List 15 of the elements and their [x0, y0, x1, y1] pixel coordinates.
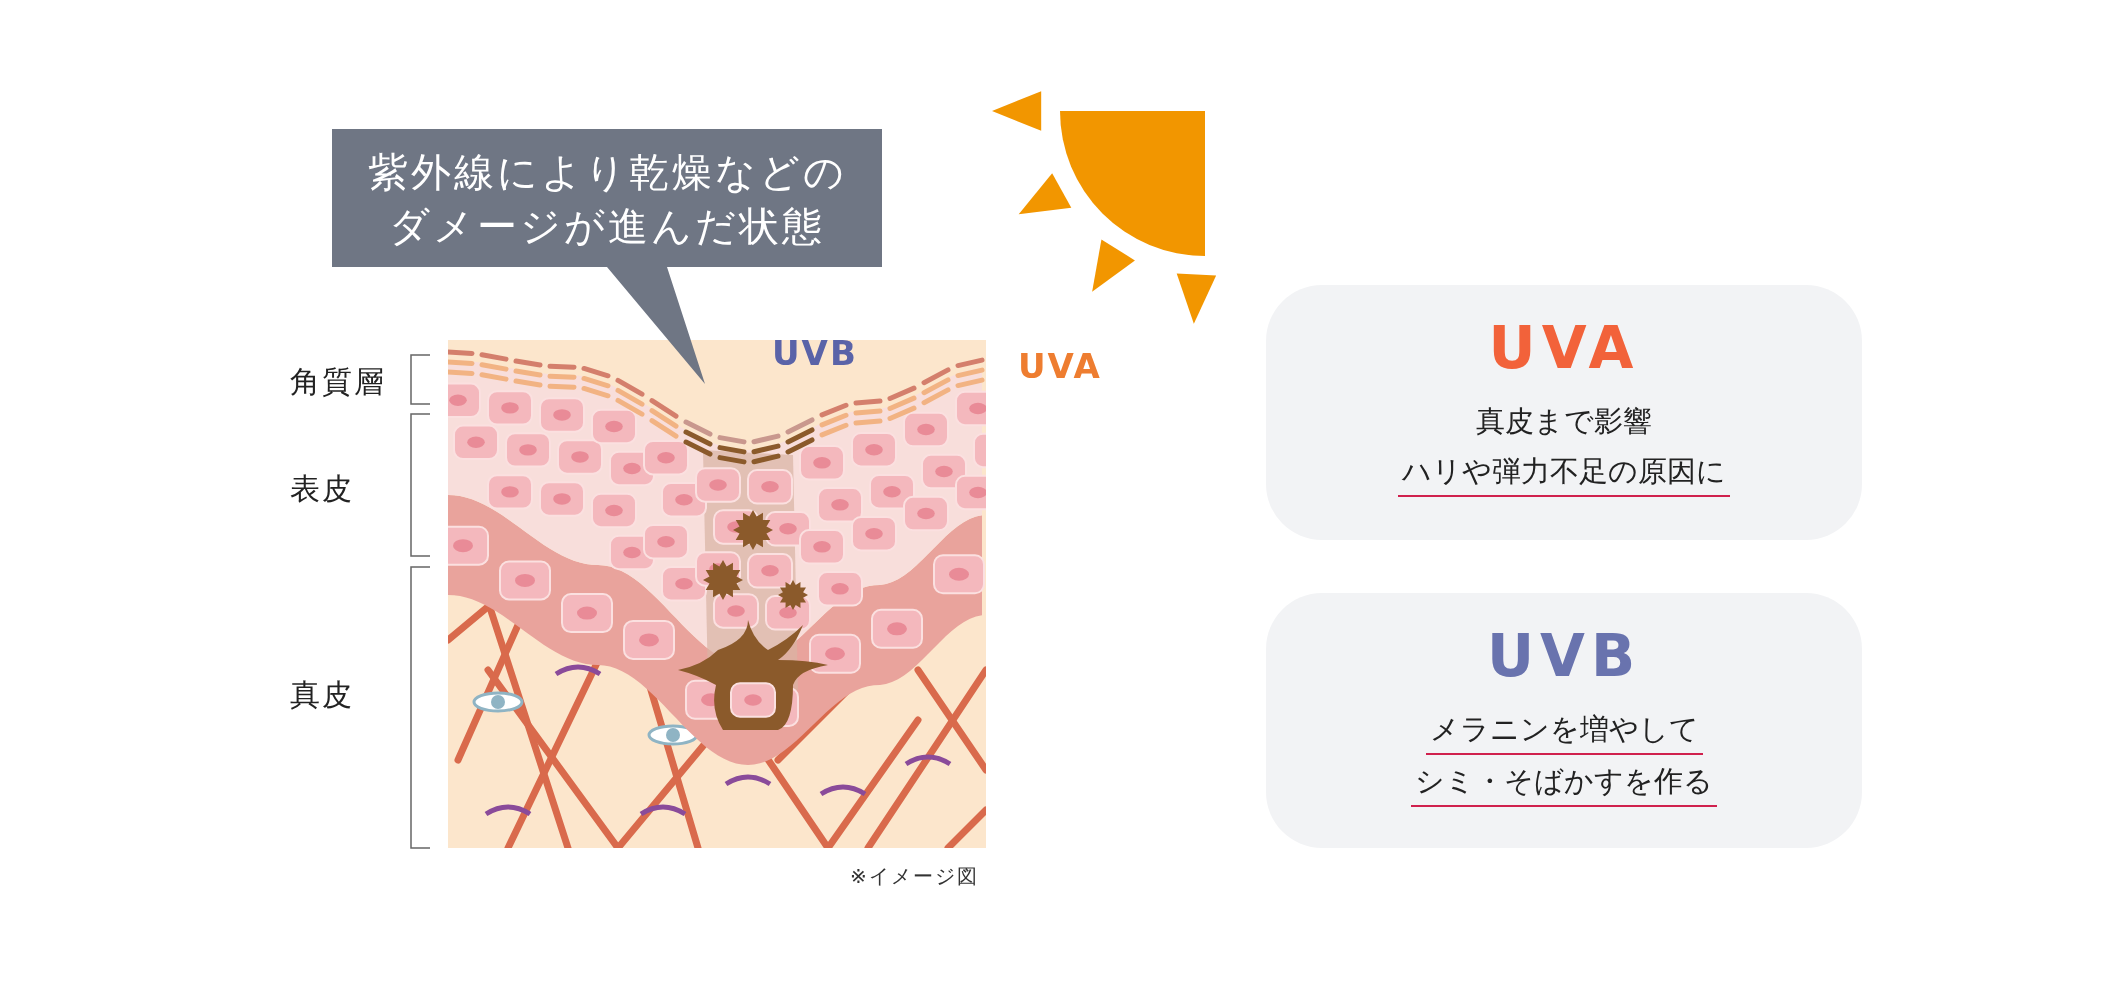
card-heading: UVB — [1486, 621, 1642, 692]
ray-label: UVA — [1018, 346, 1102, 387]
info-card — [1266, 285, 1862, 540]
layer-label: 角質層 — [290, 364, 386, 400]
info-card — [1266, 593, 1862, 848]
card-text: メラニンを増やして — [1425, 709, 1703, 755]
ray-label: UVB — [772, 333, 858, 374]
card-text: シミ・そばかすを作る — [1411, 761, 1717, 807]
layer-label: 真皮 — [290, 677, 354, 713]
card-text: ハリや弾力不足の原因に — [1398, 451, 1730, 497]
note-text: ※イメージ図 — [850, 864, 979, 888]
callout-text: 紫外線により乾燥などのダメージが進んだ状態 — [366, 148, 848, 251]
card-heading: UVA — [1488, 313, 1640, 384]
card-text: 真皮まで影響 — [1475, 403, 1653, 440]
layer-label: 表皮 — [290, 471, 354, 507]
